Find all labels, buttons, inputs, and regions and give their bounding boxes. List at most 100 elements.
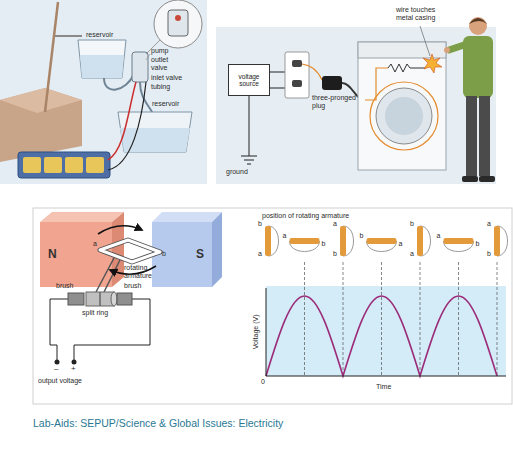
armature-coil (100, 240, 160, 262)
ring-gap (99, 292, 101, 306)
ground-symbol (241, 156, 257, 164)
coil-end-letter: a (283, 232, 287, 240)
part-label: ground (226, 168, 248, 176)
rotation-arrow (98, 226, 142, 234)
person-leg (466, 96, 477, 176)
spark (423, 54, 442, 73)
magnet-block: S (152, 222, 212, 287)
terminal (72, 360, 77, 365)
part-label: brush (124, 282, 142, 290)
magnet-side (112, 212, 124, 287)
outlet-socket (292, 80, 302, 87)
part-label: brush (56, 282, 74, 290)
part-label: reservoir (152, 100, 179, 108)
wall-outlet (285, 52, 309, 98)
magnet-side (212, 212, 222, 287)
outlet-socket (292, 60, 302, 67)
part-label: inlet valve (151, 74, 193, 82)
coil-end-letter: b (322, 240, 326, 248)
upper-reservoir (78, 40, 126, 78)
part-label: split ring (82, 309, 108, 317)
magnifier-circle (154, 0, 202, 48)
person-shoe (479, 176, 495, 182)
pump-body (132, 52, 148, 82)
wood-block-top (0, 88, 82, 113)
coil-end-letter: a (399, 240, 403, 248)
valve-detail (175, 15, 181, 21)
wire (365, 68, 388, 100)
coil-end-letter: b (162, 250, 166, 258)
ring-end (111, 292, 117, 306)
person-leg (479, 96, 490, 176)
armature-bar (265, 226, 271, 256)
person-head (469, 17, 487, 35)
polarity-sign: – (54, 365, 58, 374)
part-label: rotating armature (124, 264, 162, 279)
person-hair (469, 18, 487, 24)
armature-icons (265, 226, 508, 256)
terminal (55, 360, 60, 365)
magnet-top (40, 212, 124, 222)
machine-door (376, 88, 432, 144)
armature-bar (417, 226, 423, 256)
part-label: reservoir (86, 31, 113, 39)
coil-end-letter: b (410, 220, 414, 228)
split-ring (86, 292, 114, 306)
reservoir-water (80, 55, 124, 78)
part-label: three-pronged plug (312, 94, 364, 109)
lower-reservoir (118, 112, 192, 152)
brush-block (68, 293, 84, 305)
coil-end-letter: a (258, 250, 262, 258)
plug (322, 76, 342, 90)
armature-coil (100, 240, 160, 262)
armature-shaft (96, 258, 120, 292)
panel-frame (33, 208, 512, 404)
washing-machine (358, 42, 446, 170)
stand-rod (45, 2, 58, 112)
node-label: N (48, 248, 57, 261)
person-shoe (462, 176, 478, 182)
wire (270, 72, 287, 88)
part-label: tubing (151, 83, 170, 91)
panel-background (216, 27, 496, 184)
coil-end-letter: a (487, 220, 491, 228)
magnet-top (152, 212, 222, 222)
battery-cell (44, 157, 62, 173)
part-label: outlet valve (151, 56, 181, 71)
voltage-curve (266, 296, 497, 376)
battery-cell (65, 157, 83, 173)
coil-end-letter: b (360, 232, 364, 240)
pump-detail (168, 10, 188, 36)
armature-bar (444, 238, 474, 244)
axis-title: Voltage (V) (252, 302, 260, 362)
part-label: output voltage (38, 377, 82, 385)
leader-line (420, 26, 430, 56)
callout-label: wire touches metal casing (396, 6, 446, 21)
coil-end-letter: a (437, 232, 441, 240)
brush-block (117, 293, 132, 305)
node-label: voltage source (231, 73, 267, 87)
leader-line (146, 54, 150, 60)
coil-end-letter: a (93, 240, 97, 248)
wire-loop (370, 82, 438, 150)
person-hand (444, 47, 450, 53)
polarity-sign: + (71, 365, 76, 374)
graph-heading: position of rotating armature (262, 212, 349, 220)
coil-end-letter: b (476, 240, 480, 248)
stand-clamp (55, 35, 82, 37)
red-wire (108, 82, 136, 160)
coil-end-letter: b (258, 220, 262, 228)
coil-end-letter: b (487, 250, 491, 258)
axis-title: Time (376, 383, 391, 391)
circuit-wire (50, 299, 68, 360)
person-arm (449, 44, 467, 50)
panel-background (0, 0, 207, 184)
wood-block (0, 88, 82, 162)
ground-wire (249, 96, 250, 156)
process-box: voltage source (228, 64, 270, 96)
resistor-symbol (388, 64, 425, 72)
battery-cell (23, 157, 41, 173)
part-label: pump (151, 47, 169, 55)
